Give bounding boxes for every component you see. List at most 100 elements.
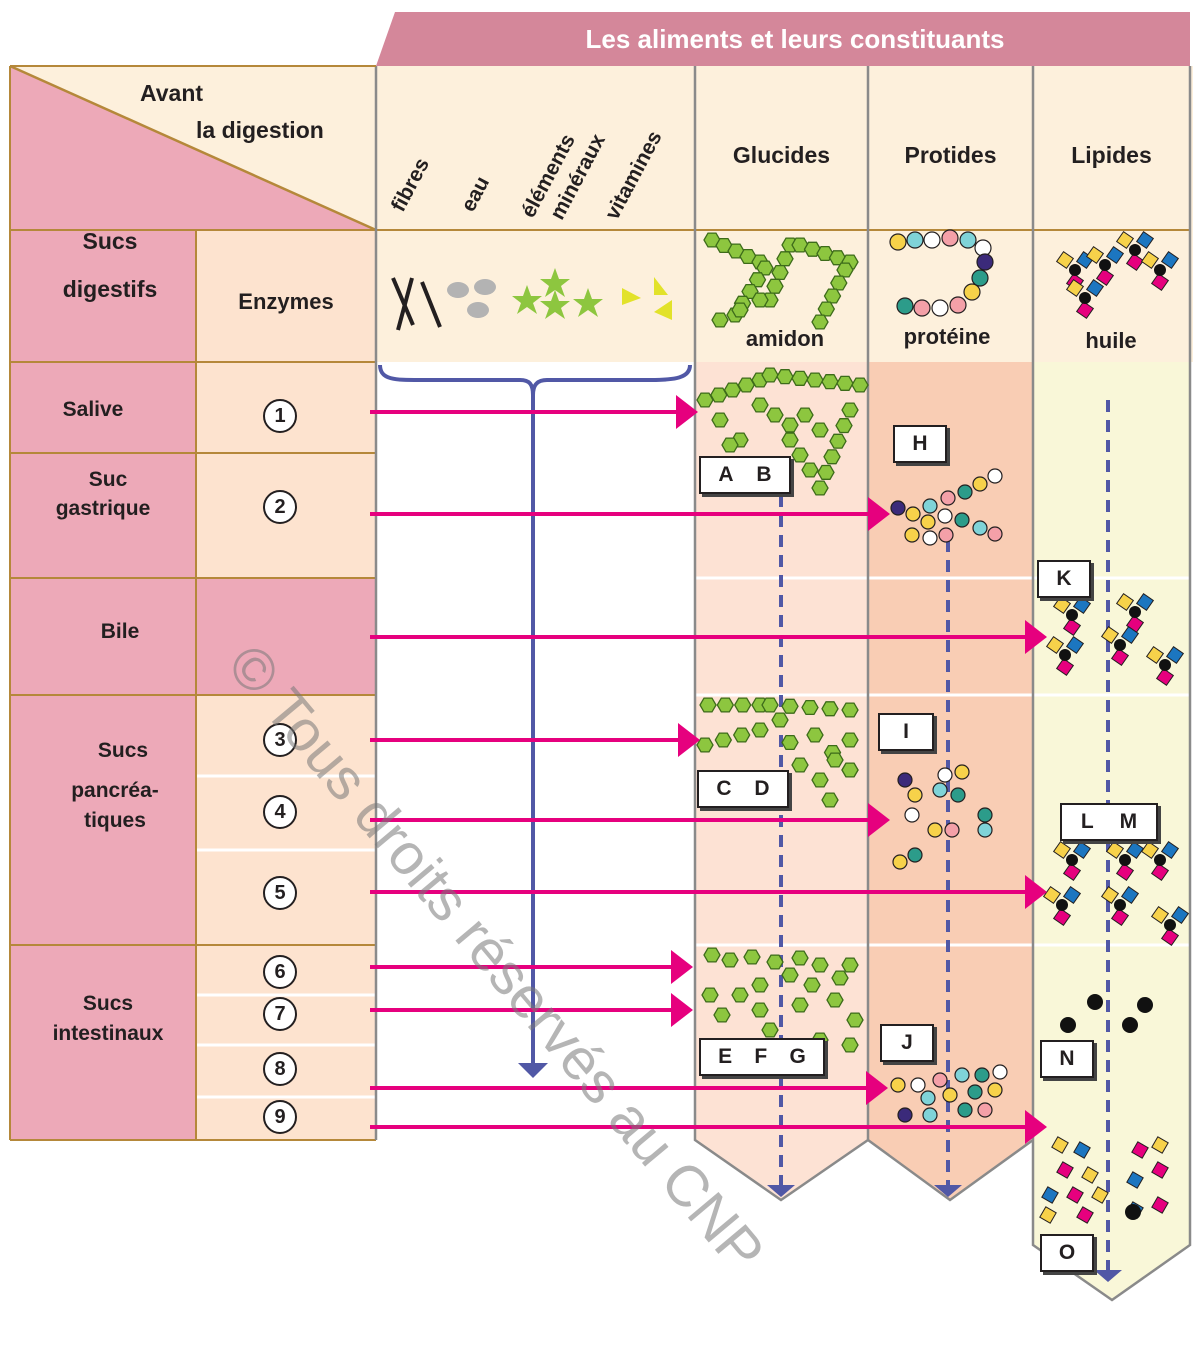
glycerol-dot (1164, 919, 1176, 931)
bile-enzyme-cell (196, 578, 376, 695)
enzyme-action-arrow (370, 803, 890, 837)
lipid-molecule (1140, 840, 1180, 882)
fatty-acid-square (1062, 617, 1082, 637)
glucose-hexagon (781, 734, 799, 751)
amino-acid-chain (889, 229, 994, 317)
glucose-hexagon (710, 387, 728, 403)
answer-letter: D (754, 777, 770, 800)
glucose-hexagon (761, 1022, 779, 1038)
glucose-hexagon (781, 967, 799, 983)
fatty-acid-square (1052, 840, 1072, 860)
amino-acid-bead (904, 807, 920, 823)
amino-acid-bead (938, 527, 954, 543)
fatty-acid-square (1110, 647, 1130, 667)
fatty-acid-square (1085, 245, 1105, 265)
glucose-chain (696, 367, 869, 496)
amino-acid-bead (932, 1072, 948, 1088)
glucose-hexagon (836, 262, 854, 278)
glucose-hexagon (791, 237, 809, 253)
amino-acid-bead (977, 807, 993, 823)
enzyme-action-arrowhead (671, 993, 693, 1027)
enzyme-action-arrow (370, 993, 693, 1027)
fatty-acid-square (1105, 245, 1125, 265)
minerals-stars-icon (512, 268, 603, 319)
answer-box-o[interactable]: O (1040, 1234, 1094, 1272)
amino-acid-bead (920, 514, 936, 530)
lipid-molecule (1100, 625, 1140, 667)
amino-acid-bead (889, 233, 907, 251)
glucose-hexagon (776, 251, 794, 267)
glucose-hexagon (829, 433, 847, 449)
enzyme-action-arrow (370, 723, 700, 757)
corner-avant: Avant (140, 80, 204, 106)
glucose-hexagon (817, 301, 836, 317)
answer-box-i[interactable]: I (878, 713, 934, 751)
answer-box-cd[interactable]: C D (697, 770, 789, 808)
glucose-chain (696, 697, 859, 808)
glucose-hexagon (696, 737, 714, 753)
glycerol-dot (1119, 854, 1131, 866)
fatty-acid-square (1135, 230, 1155, 250)
glycerol-dot (1060, 1017, 1076, 1033)
row-pancreatiques-1: Sucs (97, 739, 149, 762)
fatty-acid-square (1039, 1206, 1057, 1224)
row-pancreatiques-3: tiques (84, 809, 146, 832)
amino-acid-bead (927, 822, 943, 838)
fatty-acid-square (1095, 267, 1115, 287)
lipid-molecule (1045, 635, 1085, 677)
glycerol-dot (1066, 609, 1078, 621)
glycerol-dot (1129, 244, 1141, 256)
amino-acid-bead (971, 269, 989, 287)
amino-acid-bead (959, 231, 977, 249)
lipid-molecule (1105, 840, 1145, 882)
glycerol-dot (1154, 854, 1166, 866)
glucose-hexagon (821, 374, 839, 390)
glucose-hexagon (781, 698, 799, 714)
amino-acid-bead (937, 767, 953, 783)
glucose-hexagon (803, 977, 821, 993)
amino-acid-bead (987, 1082, 1003, 1098)
corner-la-digestion: la digestion (196, 117, 324, 143)
glucose-hexagon (776, 369, 794, 385)
amino-acid-bead (922, 498, 938, 514)
glucose-hexagon (751, 977, 769, 993)
answer-letter: N (1059, 1047, 1075, 1070)
glucose-hexagon (811, 480, 829, 496)
vitamins-triangles-icon (622, 277, 672, 320)
fatty-acid-square (1062, 885, 1082, 905)
amino-acid-bead (890, 1077, 906, 1093)
fatty-acid-square (1041, 1186, 1059, 1204)
fatty-acid-square (1126, 1171, 1144, 1189)
glycerol-dot (1069, 264, 1081, 276)
fatty-acid-square (1155, 667, 1175, 687)
answer-box-n[interactable]: N (1040, 1040, 1094, 1078)
answer-box-efg[interactable]: E F G (699, 1038, 825, 1076)
glucose-hexagon (699, 697, 717, 713)
enzyme-action-arrowhead (676, 395, 698, 429)
enzyme-action-arrow (370, 620, 1047, 654)
amino-acid-bead (923, 231, 941, 249)
glycerol-dot (1137, 997, 1153, 1013)
glucose-hexagon (846, 1012, 864, 1028)
enzyme-subrow-separators (196, 774, 376, 1099)
answer-box-k[interactable]: K (1037, 560, 1091, 598)
glycerol-dot (1079, 292, 1091, 304)
amino-acid-bead (942, 1087, 958, 1103)
glucose-hexagon (791, 757, 809, 773)
glucose-hexagon (751, 1002, 769, 1018)
fatty-acids-group (1039, 1136, 1169, 1224)
answer-box-lm[interactable]: L M (1060, 803, 1158, 841)
fatty-acid-square (1135, 592, 1155, 612)
fatty-acid-square (1100, 625, 1120, 645)
answer-box-ab[interactable]: A B (699, 456, 791, 494)
enzyme-action-arrowhead (866, 1071, 888, 1105)
glucose-hexagon (756, 260, 774, 276)
glucose-hexagon (821, 792, 839, 808)
enzyme-action-arrowhead (1025, 875, 1047, 909)
amino-acid-bead (954, 1067, 970, 1083)
fatty-acid-square (1051, 1136, 1069, 1154)
answer-letter: F (754, 1045, 768, 1068)
answer-box-j[interactable]: J (880, 1024, 934, 1062)
answer-box-h[interactable]: H (893, 425, 947, 463)
glucose-hexagon (733, 697, 752, 713)
